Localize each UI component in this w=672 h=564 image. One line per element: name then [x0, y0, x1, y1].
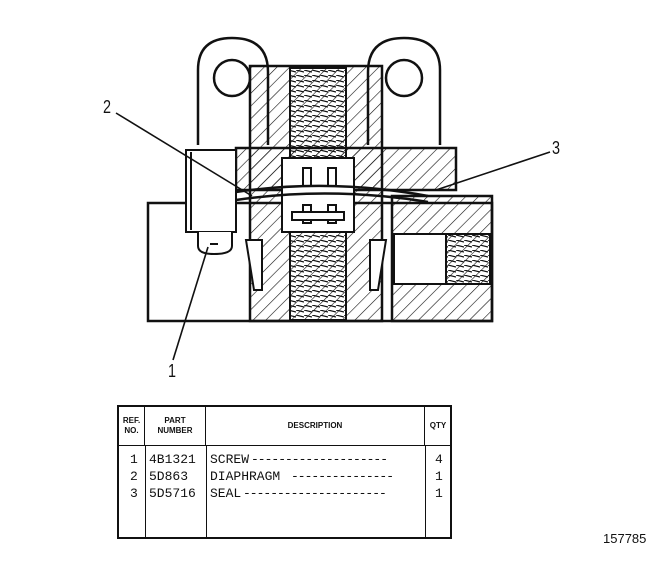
- callout-2: 2: [103, 97, 112, 117]
- side-port: [393, 233, 491, 285]
- table-row: 1 4B1321 SCREW -------------------- 4: [119, 452, 450, 469]
- figure-number: 157785: [603, 531, 647, 546]
- description: SCREW: [210, 452, 250, 467]
- diaphragm-assembly-drawing: [115, 36, 551, 361]
- ref-no: 2: [130, 469, 138, 484]
- header-divider: [119, 445, 450, 446]
- part-number: 4B1321: [149, 452, 196, 467]
- callout-3: 3: [552, 138, 561, 158]
- table-row: 2 5D863 DIAPHRAGM --------------- 1: [119, 469, 450, 486]
- ref-no: 1: [130, 452, 138, 467]
- leader-dashes: ---------------: [291, 469, 394, 484]
- leader-dashes: --------------------: [251, 452, 388, 467]
- quantity: 1: [435, 486, 443, 501]
- part-number: 5D5716: [149, 486, 196, 501]
- header-part-number: PART NUMBER: [145, 407, 206, 445]
- parts-table: REF. NO. PART NUMBER DESCRIPTION QTY 1 4…: [117, 405, 452, 539]
- column-divider: [425, 445, 426, 537]
- center-bore: [281, 67, 355, 321]
- table-row: 3 5D5716 SEAL --------------------- 1: [119, 486, 450, 503]
- description: SEAL: [210, 486, 242, 501]
- part-number: 5D863: [149, 469, 189, 484]
- screw: [185, 149, 237, 256]
- leader-lines: [115, 112, 551, 361]
- ref-no: 3: [130, 486, 138, 501]
- description: DIAPHRAGM: [210, 469, 281, 484]
- callout-1: 1: [168, 361, 177, 381]
- header-qty: QTY: [425, 407, 452, 445]
- header-description: DESCRIPTION: [206, 407, 425, 445]
- header-ref-no: REF. NO.: [119, 407, 145, 445]
- diaphragm: [235, 184, 429, 204]
- quantity: 4: [435, 452, 443, 467]
- mounting-ears: [196, 36, 442, 145]
- leader-dashes: ---------------------: [243, 486, 387, 501]
- column-divider: [206, 445, 207, 537]
- column-divider: [145, 445, 146, 537]
- support-legs: [244, 239, 388, 291]
- quantity: 1: [435, 469, 443, 484]
